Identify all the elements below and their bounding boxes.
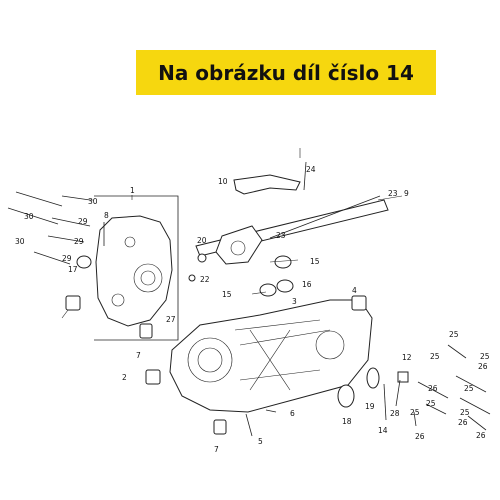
seal-19 [366, 367, 380, 389]
plug-22 [188, 274, 196, 282]
label-24: 24 [306, 165, 316, 174]
left-cover-frame [94, 195, 179, 341]
pin-6 [265, 409, 277, 413]
part-number-banner: Na obrázku díl číslo 14 [136, 50, 436, 95]
bolt-29a [51, 217, 91, 227]
label-15b: 15 [222, 290, 232, 299]
left-crankcase [95, 215, 173, 327]
seal-15b [259, 283, 277, 297]
label-16: 16 [302, 280, 312, 289]
label-26d: 26 [458, 418, 468, 427]
label-23a: 23 [388, 189, 398, 198]
label-8: 8 [104, 211, 109, 220]
bolt-25c [455, 375, 487, 393]
label-4: 4 [352, 286, 357, 295]
label-12: 12 [402, 353, 412, 362]
label-14: 14 [378, 426, 388, 435]
label-22: 22 [200, 275, 210, 284]
label-18: 18 [342, 417, 352, 426]
label-19: 19 [365, 402, 375, 411]
bolt-30c [7, 207, 59, 225]
bolt-26b [467, 415, 487, 431]
label-25c: 25 [480, 352, 490, 361]
label-30c: 30 [15, 237, 25, 246]
bushing-2 [145, 369, 161, 385]
bushing-7a [139, 323, 153, 339]
label-23b: 23 [276, 231, 286, 240]
bushing-7b [213, 419, 227, 435]
label-15a: 15 [310, 257, 320, 266]
part-labels: 1 2 3 4 5 6 7 7 8 9 10 12 14 15 15 16 17… [15, 165, 490, 454]
seal-17 [76, 255, 92, 269]
label-1: 1 [130, 186, 135, 195]
bracket-10 [233, 174, 301, 195]
bushing-left [65, 295, 81, 311]
bolt-25b [417, 381, 449, 399]
label-6: 6 [290, 409, 295, 418]
bolt-29c [33, 251, 71, 265]
bolt-26c [413, 411, 417, 427]
bolt-28 [395, 379, 401, 407]
pin-5 [245, 413, 253, 437]
label-27: 27 [166, 315, 176, 324]
label-7a: 7 [136, 351, 141, 360]
bolt-14 [383, 383, 387, 421]
bushing-4 [351, 295, 367, 311]
label-26a: 26 [478, 362, 488, 371]
label-2: 2 [122, 373, 127, 382]
label-25b: 25 [430, 352, 440, 361]
label-9: 9 [404, 189, 409, 198]
label-26c: 26 [415, 432, 425, 441]
washer-20 [197, 253, 207, 263]
label-5: 5 [258, 437, 263, 446]
label-29b: 29 [74, 237, 84, 246]
label-10: 10 [218, 177, 228, 186]
label-30a: 30 [88, 197, 98, 206]
nut-12 [397, 371, 409, 383]
bolt-30b [61, 195, 91, 201]
label-26b: 26 [428, 384, 438, 393]
label-30b: 30 [24, 212, 34, 221]
bolt-26a [459, 397, 491, 415]
bolt-25d [425, 403, 447, 415]
label-3: 3 [292, 297, 297, 306]
label-25e: 25 [464, 384, 474, 393]
label-29a: 29 [78, 217, 88, 226]
label-26e: 26 [476, 431, 486, 440]
label-25f: 25 [410, 408, 420, 417]
bolt-30a [15, 191, 63, 207]
label-25g: 25 [460, 408, 470, 417]
seal-16 [276, 279, 294, 293]
bolt-29b [47, 235, 85, 243]
main-crankcase [169, 299, 373, 413]
label-25d: 25 [426, 399, 436, 408]
label-7b: 7 [214, 445, 219, 454]
seal-15a [274, 255, 292, 269]
label-25a: 25 [449, 330, 459, 339]
bolt-25a [447, 344, 467, 359]
label-20: 20 [197, 236, 207, 245]
throttle-body [215, 225, 263, 265]
seal-18 [337, 384, 355, 408]
label-17: 17 [68, 265, 78, 274]
label-29c: 29 [62, 254, 72, 263]
bolt-24 [303, 161, 307, 191]
label-28: 28 [390, 409, 400, 418]
